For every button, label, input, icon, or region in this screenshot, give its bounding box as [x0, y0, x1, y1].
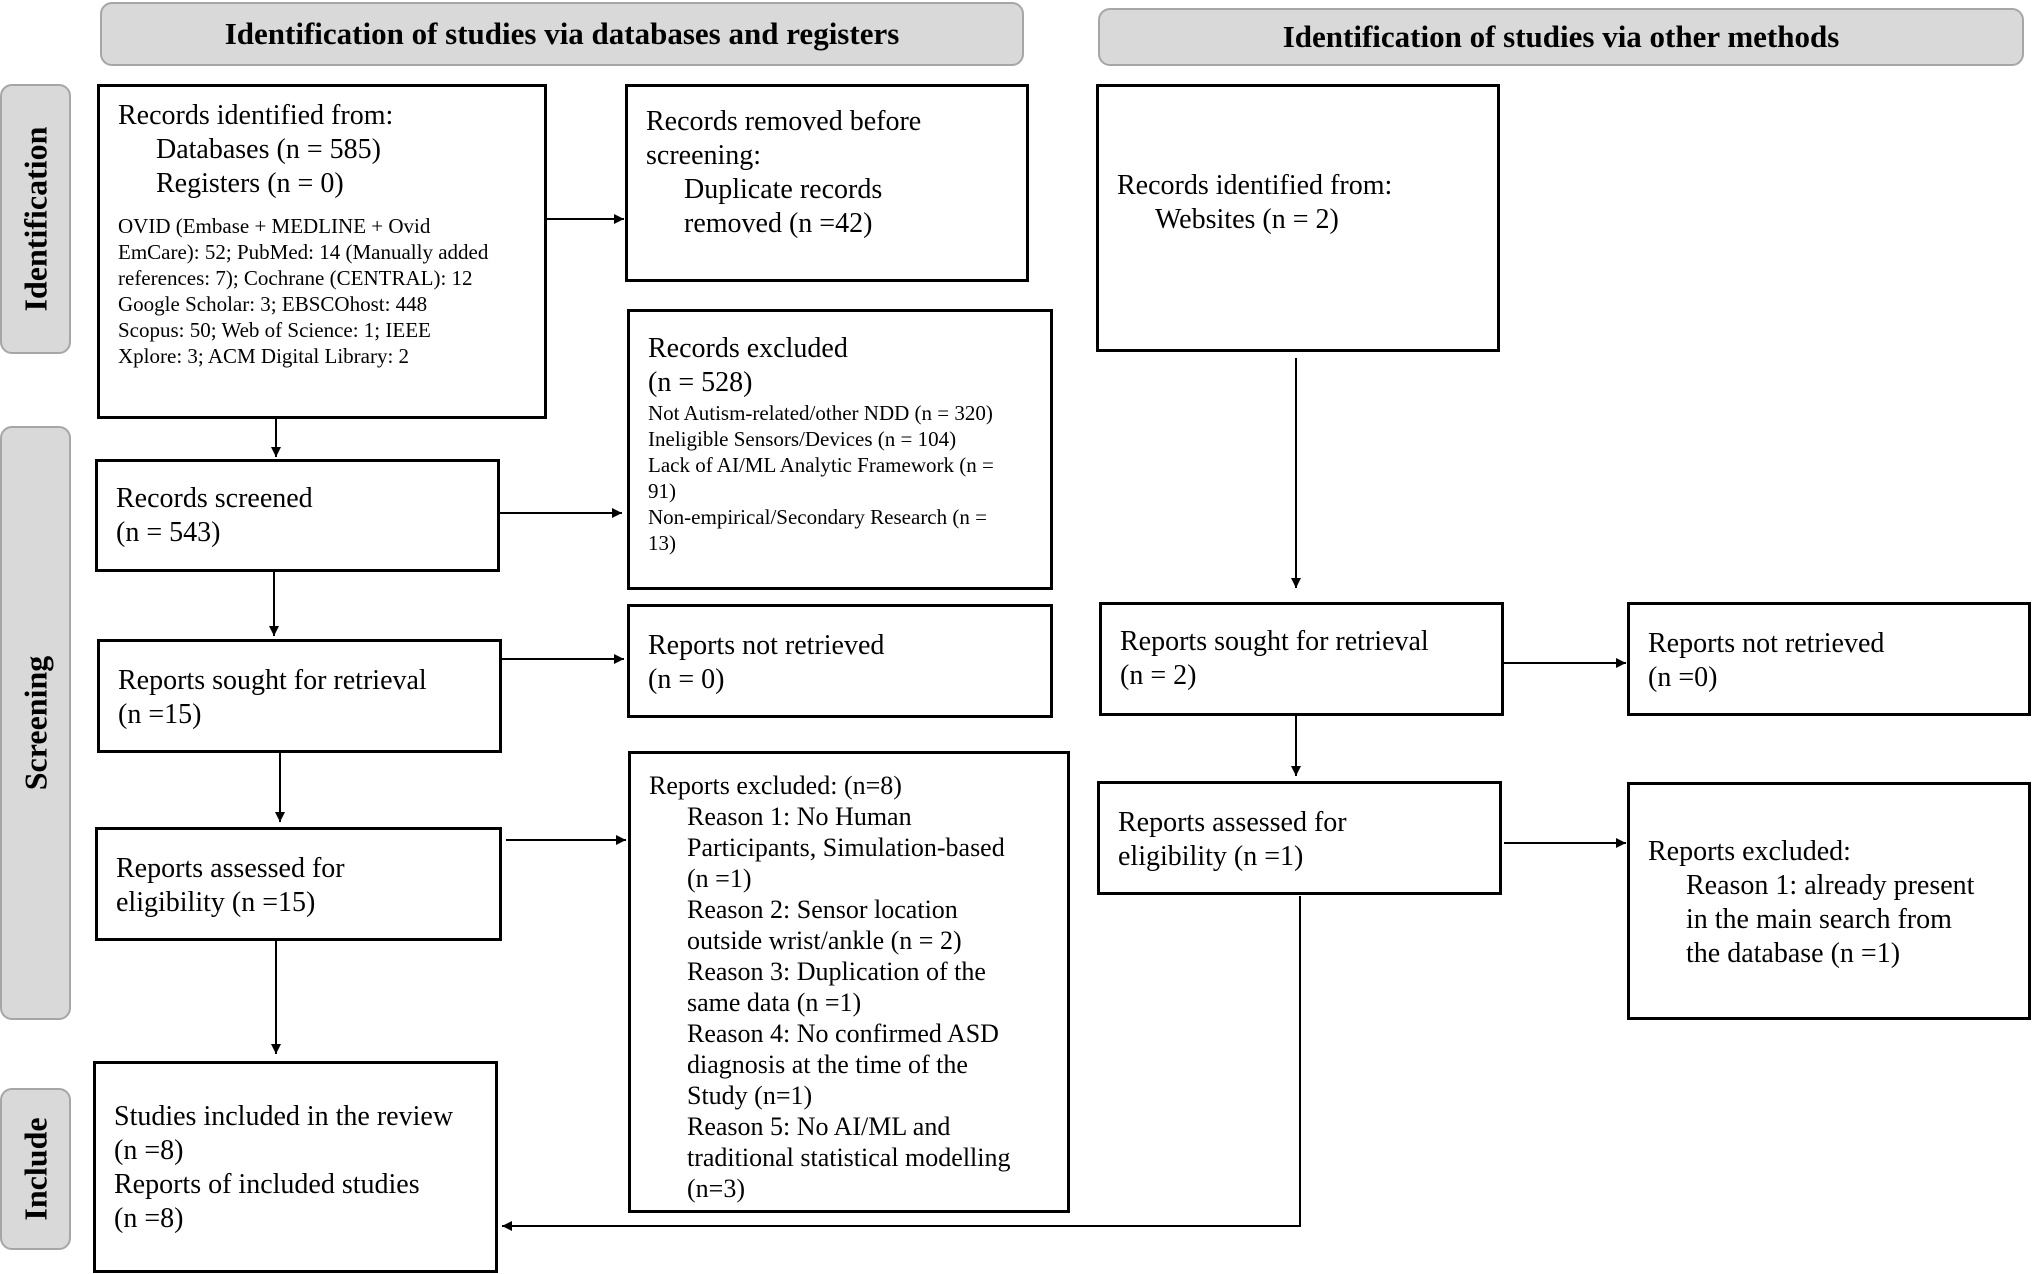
web-reports-excluded-reason: in the main search from: [1686, 904, 1952, 935]
web-reports-not-retrieved-box: Reports not retrieved (n =0): [1627, 602, 2031, 716]
reports-excluded-reason: (n =1): [687, 864, 752, 893]
records-identified-detail: OVID (Embase + MEDLINE + Ovid: [118, 214, 431, 238]
records-removed-box: Records removed before screening: Duplic…: [625, 84, 1029, 282]
reports-excluded-reason: Reason 1: No Human: [687, 802, 912, 831]
reports-excluded-reason: same data (n =1): [687, 988, 862, 1017]
reports-sought-label: Reports sought for retrieval: [118, 665, 427, 696]
records-screened-box: Records screened (n = 543): [95, 459, 500, 572]
records-removed-title: screening:: [646, 140, 762, 171]
web-reports-excluded-title: Reports excluded:: [1648, 836, 1851, 867]
web-reports-assessed-label: Reports assessed for: [1118, 807, 1347, 838]
reports-excluded-reason: Reason 5: No AI/ML and: [687, 1112, 951, 1141]
records-screened-count: (n = 543): [116, 517, 221, 548]
reports-excluded-reason: (n=3): [687, 1174, 745, 1203]
stage-identification: Identification: [0, 84, 71, 354]
web-reports-excluded-reason: the database (n =1): [1686, 938, 1901, 969]
records-identified-detail: EmCare): 52; PubMed: 14 (Manually added: [118, 240, 489, 264]
records-excluded-reason: 91): [648, 479, 676, 503]
reports-not-retrieved-count: (n = 0): [648, 664, 725, 695]
header-other-label: Identification of studies via other meth…: [1282, 19, 1840, 54]
studies-included-box: Studies included in the review (n =8) Re…: [93, 1061, 498, 1273]
studies-included-label: Studies included in the review: [114, 1101, 454, 1132]
reports-excluded-reason: diagnosis at the time of the: [687, 1050, 968, 1079]
reports-excluded-reason: Participants, Simulation-based: [687, 833, 1005, 862]
reports-excluded-reason: Study (n=1): [687, 1081, 813, 1110]
reports-assessed-box: Reports assessed for eligibility (n =15): [95, 827, 502, 941]
reports-not-retrieved-label: Reports not retrieved: [648, 630, 885, 661]
web-records-identified-title: Records identified from:: [1117, 170, 1393, 201]
records-identified-detail: Google Scholar: 3; EBSCOhost: 448: [118, 292, 428, 316]
studies-included-count: (n =8): [114, 1135, 184, 1166]
reports-excluded-reason: Reason 2: Sensor location: [687, 895, 958, 924]
records-excluded-reason: 13): [648, 531, 676, 555]
records-identified-detail: Xplore: 3; ACM Digital Library: 2: [118, 344, 410, 368]
records-removed-item: Duplicate records: [684, 174, 883, 205]
reports-included-count: (n =8): [114, 1203, 184, 1234]
records-screened-label: Records screened: [116, 483, 313, 514]
records-identified-box: Records identified from: Databases (n = …: [97, 84, 547, 419]
web-reports-excluded-box: Reports excluded: Reason 1: already pres…: [1627, 782, 2031, 1020]
web-reports-sought-box: Reports sought for retrieval (n = 2): [1099, 602, 1504, 716]
web-reports-excluded-reason: Reason 1: already present: [1686, 870, 1975, 901]
reports-sought-box: Reports sought for retrieval (n =15): [97, 639, 502, 753]
records-removed-item: removed (n =42): [684, 208, 873, 239]
reports-not-retrieved-box: Reports not retrieved (n = 0): [627, 604, 1053, 718]
reports-sought-count: (n =15): [118, 699, 202, 730]
records-removed-title: Records removed before: [646, 106, 922, 137]
reports-excluded-box: Reports excluded: (n=8) Reason 1: No Hum…: [628, 751, 1070, 1213]
records-excluded-box: Records excluded (n = 528) Not Autism-re…: [627, 309, 1053, 590]
records-excluded-count: (n = 528): [648, 367, 753, 398]
records-excluded-reason: Not Autism-related/other NDD (n = 320): [648, 401, 993, 425]
web-reports-sought-count: (n = 2): [1120, 660, 1197, 691]
records-identified-registers: Registers (n = 0): [156, 168, 344, 199]
records-identified-detail: Scopus: 50; Web of Science: 1; IEEE: [118, 318, 431, 342]
records-identified-title: Records identified from:: [118, 100, 394, 131]
web-reports-assessed-count: eligibility (n =1): [1118, 841, 1304, 872]
reports-excluded-reason: Reason 4: No confirmed ASD: [687, 1019, 999, 1048]
reports-included-label: Reports of included studies: [114, 1169, 420, 1200]
stage-screening: Screening: [0, 426, 71, 1020]
records-excluded-reason: Ineligible Sensors/Devices (n = 104): [648, 427, 957, 451]
records-excluded-reason: Lack of AI/ML Analytic Framework (n =: [648, 453, 994, 477]
records-identified-detail: references: 7); Cochrane (CENTRAL): 12: [118, 266, 473, 290]
reports-excluded-reason: traditional statistical modelling: [687, 1143, 1011, 1172]
records-excluded-title: Records excluded: [648, 333, 848, 364]
header-other-methods: Identification of studies via other meth…: [1098, 8, 2024, 66]
records-excluded-reason: Non-empirical/Secondary Research (n =: [648, 505, 987, 529]
reports-assessed-count: eligibility (n =15): [116, 887, 316, 918]
web-records-identified-websites: Websites (n = 2): [1155, 204, 1339, 235]
web-reports-not-retrieved-count: (n =0): [1648, 662, 1718, 693]
reports-assessed-label: Reports assessed for: [116, 853, 345, 884]
header-databases: Identification of studies via databases …: [100, 2, 1024, 66]
records-identified-databases: Databases (n = 585): [156, 134, 381, 165]
web-reports-not-retrieved-label: Reports not retrieved: [1648, 628, 1885, 659]
reports-excluded-title: Reports excluded: (n=8): [649, 771, 902, 800]
stage-include: Include: [0, 1088, 71, 1250]
header-databases-label: Identification of studies via databases …: [224, 16, 900, 51]
reports-excluded-reason: Reason 3: Duplication of the: [687, 957, 986, 986]
web-records-identified-box: Records identified from: Websites (n = 2…: [1096, 84, 1500, 352]
reports-excluded-reason: outside wrist/ankle (n = 2): [687, 926, 962, 955]
arrow-web-assessed-to-included: [502, 896, 1301, 1231]
web-reports-sought-label: Reports sought for retrieval: [1120, 626, 1429, 657]
web-reports-assessed-box: Reports assessed for eligibility (n =1): [1097, 781, 1502, 895]
